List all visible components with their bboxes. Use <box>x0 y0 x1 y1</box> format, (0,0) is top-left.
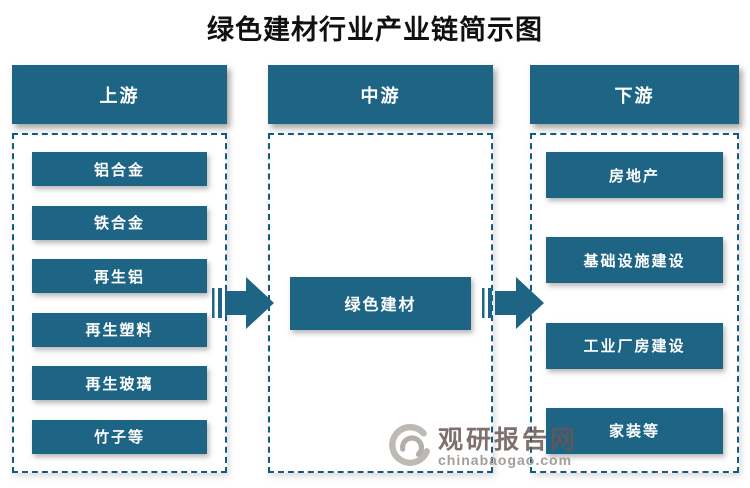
upstream-item: 再生铝 <box>32 259 207 294</box>
midstream-panel: 绿色建材 <box>268 133 493 473</box>
swirl-logo-icon <box>389 424 430 466</box>
right-arrow-icon <box>212 277 274 329</box>
midstream-header: 中游 <box>268 65 493 124</box>
upstream-item: 铁合金 <box>32 205 207 240</box>
page-title: 绿色建材行业产业链简示图 <box>207 15 543 45</box>
upstream-item: 再生玻璃 <box>32 366 207 401</box>
midstream-item: 绿色建材 <box>290 276 471 330</box>
watermark: 观研报告网 chinabaogao.com <box>386 424 578 470</box>
upstream-item: 再生塑料 <box>32 312 207 347</box>
downstream-header: 下游 <box>530 65 739 124</box>
right-arrow-icon <box>482 277 544 329</box>
downstream-item: 房地产 <box>546 152 723 198</box>
downstream-item: 家装等 <box>546 407 723 454</box>
upstream-item: 铝合金 <box>32 152 207 186</box>
upstream-panel: 铝合金 铁合金 再生铝 再生塑料 再生玻璃 竹子等 <box>12 133 227 473</box>
watermark-domain: chinabaogao.com <box>438 451 573 468</box>
watermark-name: 观研报告网 <box>438 425 579 454</box>
upstream-item: 竹子等 <box>32 419 207 454</box>
watermark-text: 观研报告网 chinabaogao.com <box>438 425 579 468</box>
column-downstream: 下游 房地产 基础设施建设 工业厂房建设 家装等 <box>530 65 739 473</box>
downstream-panel: 房地产 基础设施建设 工业厂房建设 家装等 <box>530 133 739 473</box>
column-upstream: 上游 铝合金 铁合金 再生铝 再生塑料 再生玻璃 竹子等 <box>12 65 227 473</box>
column-midstream: 中游 绿色建材 <box>268 65 493 473</box>
downstream-item: 工业厂房建设 <box>546 322 723 369</box>
upstream-header: 上游 <box>12 65 227 124</box>
downstream-item: 基础设施建设 <box>546 237 723 284</box>
